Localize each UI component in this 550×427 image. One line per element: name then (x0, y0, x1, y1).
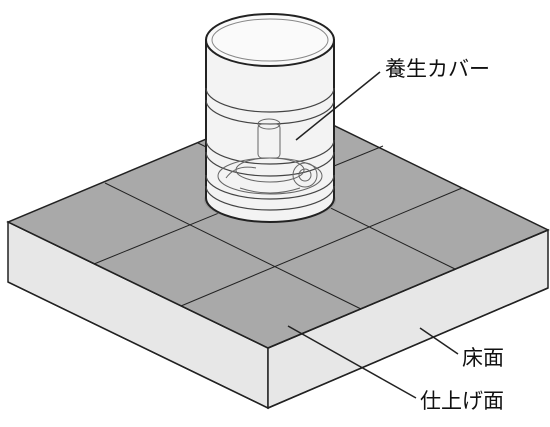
surface-edge (7, 221, 549, 349)
leader-lines (287, 71, 459, 399)
floor-leader (419, 327, 459, 355)
inner-fixture (217, 118, 323, 195)
cover-label: 養生カバー (385, 57, 490, 81)
grid-line (104, 182, 362, 310)
cover-top-rim (205, 13, 335, 67)
finish-label: 仕上げ面 (420, 389, 504, 413)
finish-leader (287, 325, 417, 399)
grid-line (180, 187, 463, 307)
floor-slab (7, 220, 549, 410)
cover-leader (295, 71, 381, 141)
floor-label: 床面 (462, 346, 504, 370)
cover-body (205, 39, 335, 223)
protective-cover (204, 13, 336, 223)
